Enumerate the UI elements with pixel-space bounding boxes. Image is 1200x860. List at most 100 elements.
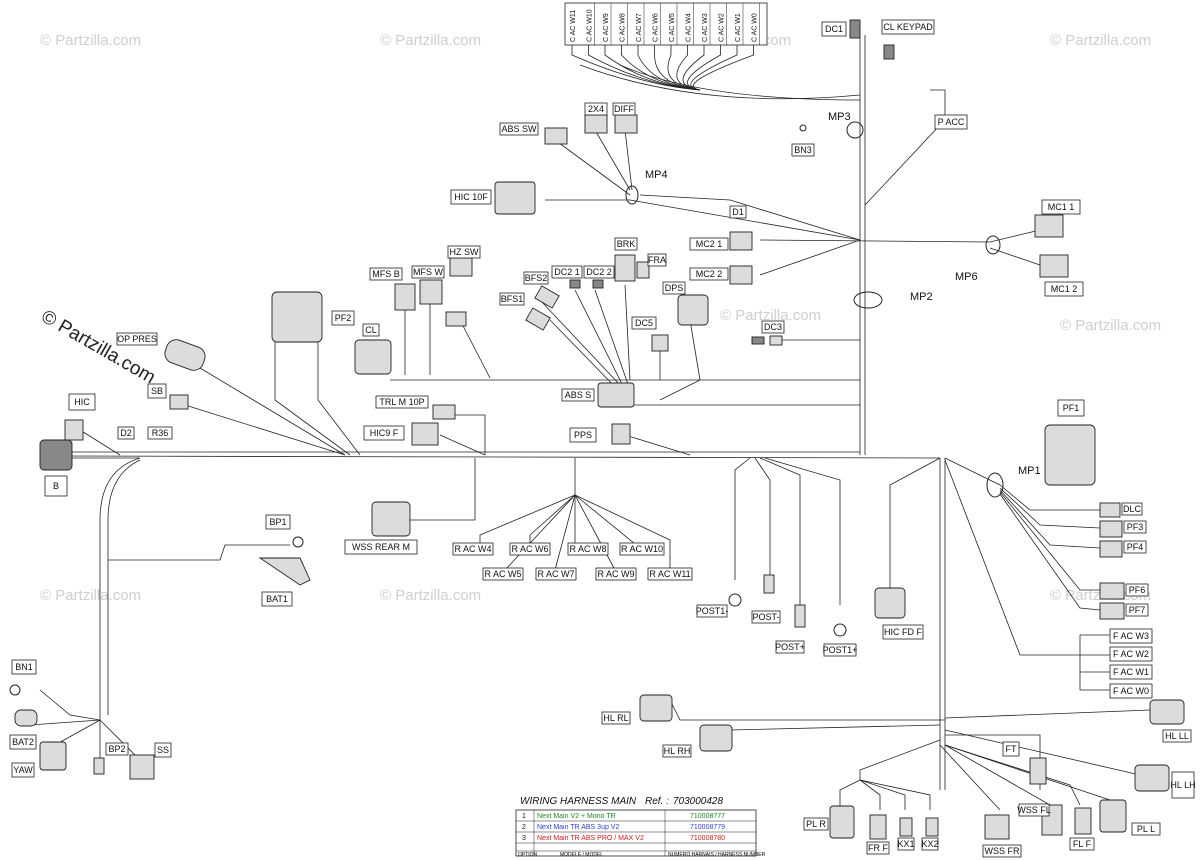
r36-label: R36 (147, 426, 173, 440)
b-label: B (44, 475, 68, 497)
hic-fd-f-text: HIC FD F (884, 627, 922, 637)
cl-keypad-text: CL KEYPAD (883, 22, 933, 32)
dc2-1-label: DC2 1 (551, 265, 583, 279)
hz-sw-connector (449, 257, 473, 277)
post1-minus-text: POST1- (696, 606, 729, 616)
dc2-2-text: DC2 2 (586, 267, 612, 277)
top-bank-label: C AC W11 (570, 10, 577, 42)
pf7-text: PF7 (1129, 605, 1146, 615)
f-ac-w1-text: F AC W1 (1113, 667, 1149, 677)
post-plus-label: POST+ (775, 640, 805, 654)
bn1-text: BN1 (15, 662, 33, 672)
kx2-connector (925, 817, 939, 837)
top-bank-label: C AC W1 (735, 13, 742, 42)
r-ac-w4-label: R AC W4 (452, 542, 494, 556)
ss-text: SS (157, 745, 169, 755)
mc1-1-label: MC1 1 (1041, 199, 1081, 215)
bat2-text: BAT2 (12, 737, 34, 747)
post1-plus-text: POST1+ (823, 645, 858, 655)
wss-fl-text: WSS FL (1017, 805, 1051, 815)
r-ac-w4-text: R AC W4 (454, 544, 491, 554)
cl-text: CL (365, 325, 377, 335)
mc1-2-connector (1039, 254, 1069, 278)
r-ac-w7-text: R AC W7 (537, 569, 574, 579)
dps-label: DPS (662, 281, 686, 295)
pf4-label: PF4 (1123, 540, 1147, 554)
bfs1-text: BFS1 (501, 294, 524, 304)
ref-number: 703000428 (673, 796, 723, 807)
mfs-b-label: MFS B (369, 267, 403, 281)
post1-minus-terminal (728, 593, 742, 607)
bp1-terminal (292, 536, 304, 548)
harness-wires (29, 35, 1151, 811)
ft-text: FT (1006, 744, 1017, 754)
op-pres-label: OP PRES (116, 332, 158, 346)
kx1-connector (899, 817, 913, 837)
wss-fr-text: WSS FR (985, 846, 1020, 856)
pf2-connector (271, 291, 323, 343)
kx1-text: KX1 (897, 839, 914, 849)
hic-text: HIC (74, 397, 90, 407)
hl-rh-label: HL RH (662, 744, 692, 758)
mp2-ring (853, 291, 883, 309)
dlc-text: DLC (1123, 504, 1142, 514)
top-bank-label: C AC W10 (587, 9, 594, 42)
abs-sw-label: ABS SW (499, 122, 539, 136)
watermark: © Partzilla.com (1060, 317, 1161, 334)
bp2-label: BP2 (105, 742, 129, 756)
f-ac-w0-text: F AC W0 (1113, 686, 1149, 696)
watermark: © Partzilla.com (40, 32, 141, 49)
bn3-text: BN3 (794, 145, 812, 155)
dc2-1-text: DC2 1 (554, 267, 580, 277)
pl-r-text: PL R (806, 819, 826, 829)
yaw-text: YAW (13, 765, 33, 775)
mc2-1-label: MC2 1 (689, 237, 729, 251)
watermark: © Partzilla.com (380, 32, 481, 49)
r-ac-w7-label: R AC W7 (535, 567, 577, 581)
f-ac-w2-text: F AC W2 (1113, 649, 1149, 659)
hic-fd-f-label: HIC FD F (882, 624, 924, 640)
trl-m-10p-text: TRL M 10P (379, 397, 424, 407)
hl-rl-label: HL RL (601, 711, 631, 725)
post1-plus-label: POST1+ (823, 643, 858, 657)
top-bank-label: C AC W4 (686, 13, 693, 42)
top-bank-label: C AC W3 (702, 13, 709, 42)
d1-text: D1 (732, 207, 744, 217)
hic-label: HIC (68, 393, 96, 411)
harness-number: 710008780 (690, 835, 725, 842)
hl-rl-text: HL RL (603, 713, 628, 723)
wss-fl-label: WSS FL (1017, 803, 1051, 817)
r-ac-w10-text: R AC W10 (621, 544, 663, 554)
r-ac-w6-label: R AC W6 (509, 542, 551, 556)
wss-rear-m-text: WSS REAR M (352, 542, 410, 552)
dps-connector (677, 294, 709, 326)
fra-label: FRA (647, 253, 667, 267)
mfs-b-text: MFS B (372, 269, 400, 279)
hic9-f-label: HIC9 F (363, 425, 405, 441)
top-bank-label: C AC W2 (719, 13, 726, 42)
f-ac-w3-text: F AC W3 (1113, 631, 1149, 641)
p-acc-text: P ACC (938, 117, 965, 127)
dc1-label: DC1 (821, 21, 847, 37)
pf6-text: PF6 (1129, 585, 1146, 595)
op-pres-connector (164, 339, 206, 371)
post-minus-label: POST- (751, 610, 781, 624)
yaw-label: YAW (11, 762, 35, 778)
sb-connector (169, 394, 189, 410)
post-plus-text: POST+ (775, 642, 805, 652)
mp1-label: MP1 (1018, 465, 1041, 477)
dlc-label: DLC (1121, 502, 1143, 516)
fl-f-label: FL F (1069, 837, 1095, 851)
bp2-terminal (93, 757, 105, 775)
bp1-label: BP1 (265, 514, 291, 530)
mc1-2-text: MC1 2 (1051, 284, 1078, 294)
model-name: Next Main V2 + Mono TR (537, 813, 616, 820)
pl-l-label: PL L (1131, 822, 1161, 836)
kx2-text: KX2 (921, 839, 938, 849)
hl-rh-connector (699, 724, 733, 752)
ft-connector (1029, 757, 1047, 785)
bfs2-label: BFS2 (523, 271, 549, 285)
r-ac-w6-text: R AC W6 (511, 544, 548, 554)
brk-label: BRK (614, 237, 638, 251)
